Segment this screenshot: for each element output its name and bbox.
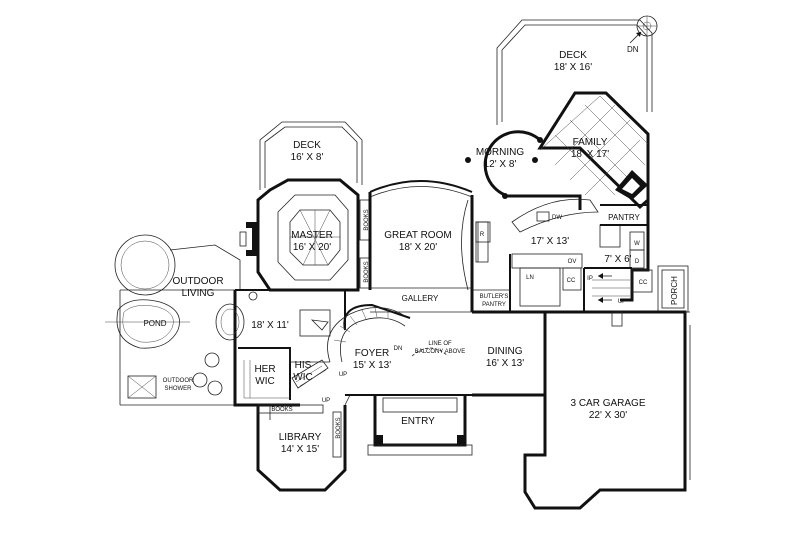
master-bath-size: 18' X 11' — [251, 320, 289, 331]
library-name: LIBRARY — [279, 432, 322, 443]
closets — [238, 347, 330, 400]
garage-name: 3 CAR GARAGE — [570, 398, 645, 409]
pond-name: POND — [143, 319, 166, 328]
balcony-line2: BALCONY ABOVE — [415, 349, 466, 355]
cc-label: CC — [567, 278, 576, 284]
entry-name: ENTRY — [401, 416, 435, 427]
up-stair2: UP — [322, 398, 330, 404]
porch-name: PORCH — [670, 276, 679, 305]
r-label: R — [480, 232, 485, 238]
entry — [367, 395, 473, 456]
dn-stair: DN — [394, 346, 403, 352]
master-bedroom — [239, 178, 371, 292]
books-library: BOOKS — [271, 407, 292, 413]
outdoor-living-line2: LIVING — [182, 288, 215, 299]
ip-label: IP — [587, 276, 593, 282]
foyer-stair — [327, 303, 472, 470]
outdoor-living — [105, 234, 241, 406]
butlers-pantry-line1: BUTLER'S — [480, 294, 509, 300]
deck-mid-name: DECK — [293, 140, 321, 151]
pantry-name: PANTRY — [608, 213, 640, 222]
master-size: 16' X 20' — [293, 242, 331, 253]
master-name: MASTER — [291, 230, 333, 241]
dining — [472, 289, 547, 397]
great-room-name: GREAT ROOM — [384, 230, 451, 241]
foyer-name: FOYER — [355, 348, 389, 359]
garage — [523, 310, 691, 510]
deck-top-size: 18' X 16' — [554, 62, 592, 73]
outdoor-shower-line1: OUTDOOR — [163, 378, 194, 384]
d-label: D — [635, 259, 640, 265]
dining-name: DINING — [488, 346, 523, 357]
laundry-size: 7' X 6' — [604, 254, 631, 265]
her-wic-line2: WIC — [255, 376, 274, 387]
dw-label: DW — [552, 215, 562, 221]
books-master-1: BOOKS — [364, 209, 370, 230]
family-size: 18' X 17' — [571, 149, 609, 160]
deck-top-name: DECK — [559, 50, 587, 61]
outdoor-living-line1: OUTDOOR — [172, 276, 223, 287]
kitchen-size: 17' X 13' — [531, 236, 569, 247]
up-stair: UP — [339, 372, 347, 378]
library-size: 14' X 15' — [281, 444, 319, 455]
her-wic-line1: HER — [254, 364, 275, 375]
family-room — [537, 91, 650, 210]
kitchen-outline — [470, 194, 621, 312]
great-room — [368, 180, 489, 313]
deck-mid-outline — [259, 121, 363, 190]
garage-size: 22' X 30' — [589, 410, 627, 421]
dn-top: DN — [627, 45, 639, 54]
balcony-line1: LINE OF — [428, 341, 452, 347]
his-wic-line2: WIC — [293, 372, 312, 383]
deck-mid-size: 16' X 8' — [291, 152, 324, 163]
family-name: FAMILY — [573, 137, 608, 148]
morning-size: 12' X 8' — [484, 159, 517, 170]
w-label: W — [634, 241, 640, 247]
great-room-size: 18' X 20' — [399, 242, 437, 253]
pantry-laundry-outline — [583, 200, 689, 313]
labels: DECK 18' X 16' DN FAMILY 18' X 17' MORNI… — [143, 45, 679, 455]
butlers-pantry-line2: PANTRY — [482, 302, 506, 308]
outdoor-shower-line2: SHOWER — [165, 386, 193, 392]
cc2-label: CC — [639, 280, 648, 286]
his-wic-line1: HIS — [295, 360, 312, 371]
dining-size: 16' X 13' — [486, 358, 524, 369]
up-laundry: UP — [618, 299, 626, 305]
ov-label: OV — [568, 259, 577, 265]
foyer-size: 15' X 13' — [353, 360, 391, 371]
deck-top-outline — [496, 15, 658, 125]
morning-name: MORNING — [476, 147, 525, 158]
morning-room — [465, 130, 543, 199]
books-library-side: BOOKS — [336, 417, 342, 438]
books-master-2: BOOKS — [364, 261, 370, 282]
gallery-name: GALLERY — [402, 294, 439, 303]
ln-label: LN — [526, 275, 534, 281]
